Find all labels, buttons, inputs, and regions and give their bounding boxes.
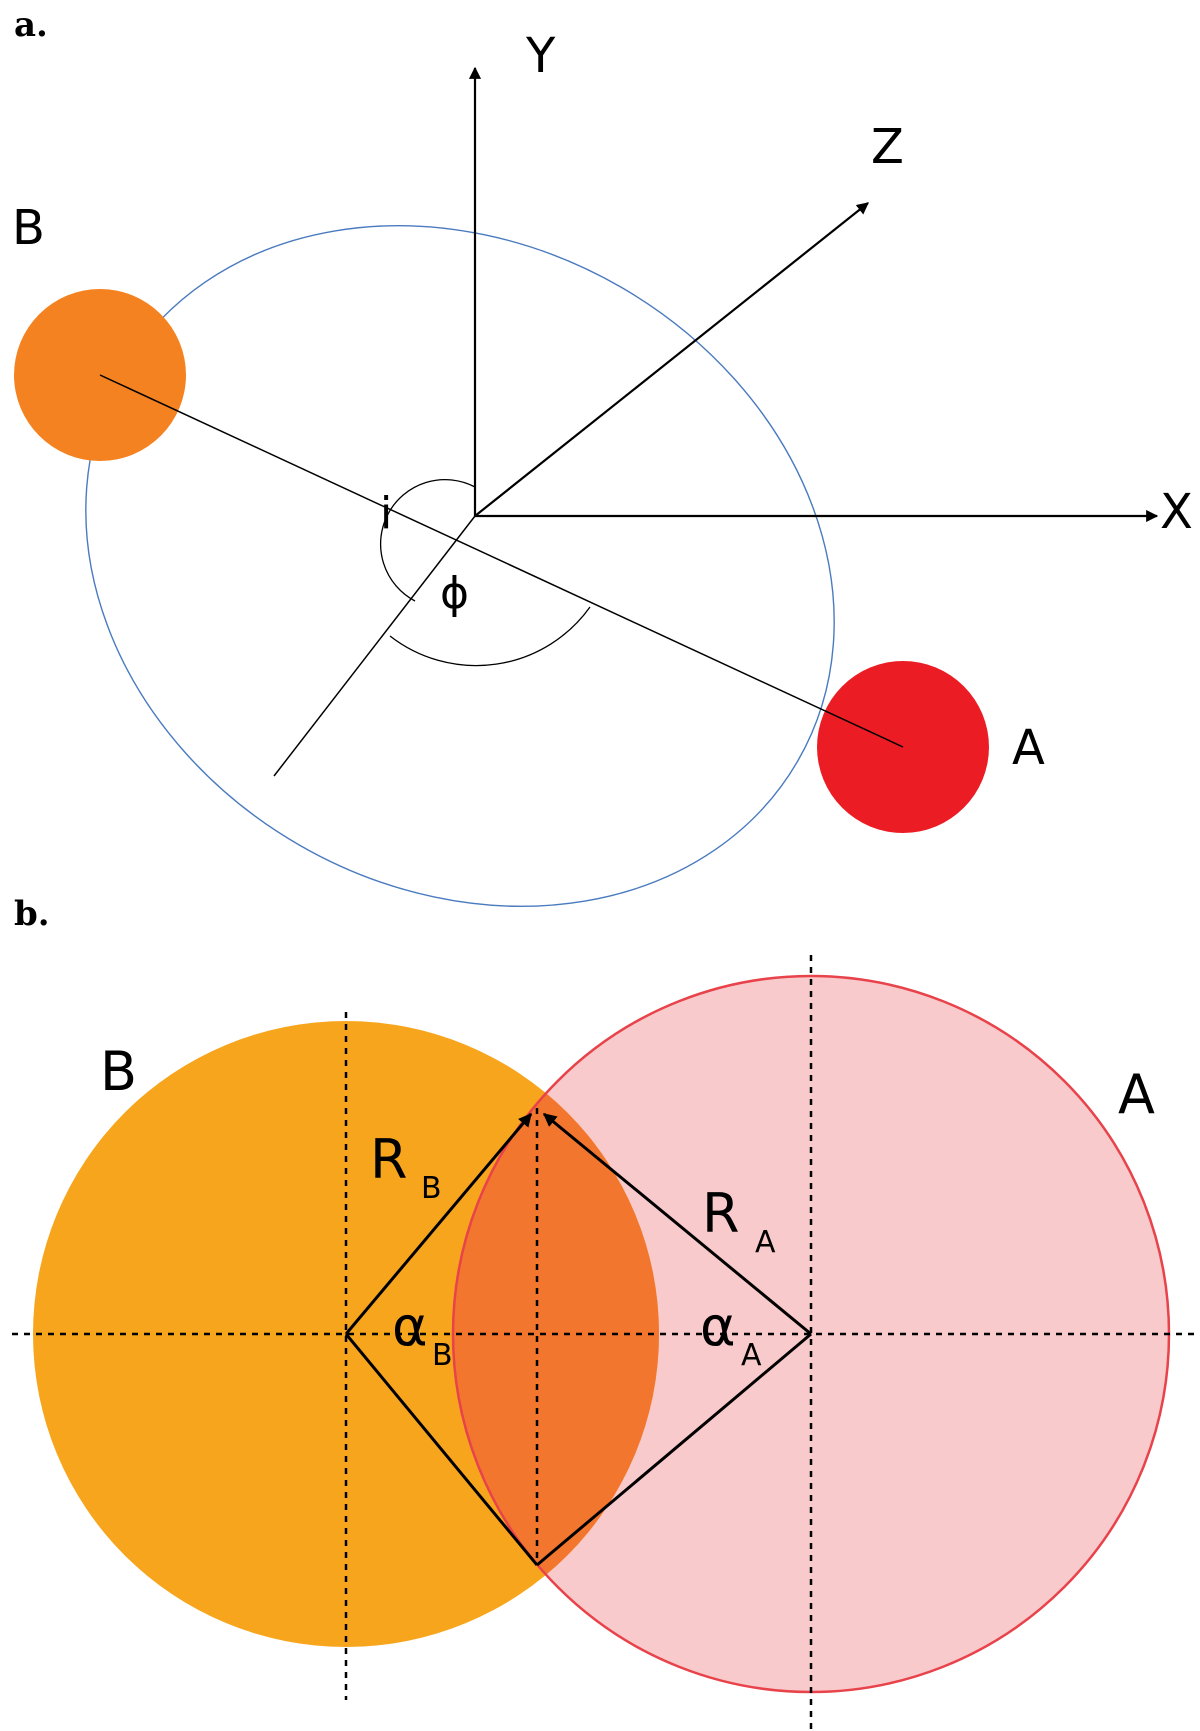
star-b-label-large: B: [100, 1040, 137, 1103]
radius-a-vector: [542, 1112, 812, 1336]
z-axis-label: Z: [871, 119, 904, 175]
x-axis-label: X: [1160, 484, 1193, 540]
panel-b-label: b.: [14, 894, 50, 934]
lower-side-a: [536, 1332, 812, 1567]
alpha-a-main: α: [700, 1295, 736, 1358]
phase-arc: [389, 606, 591, 667]
radius-b-main: R: [370, 1128, 408, 1191]
alpha-a-label: α A: [700, 1295, 762, 1373]
panel-a-label: a.: [14, 5, 48, 45]
orbit-ellipse: [85, 225, 835, 907]
lower-side-b: [344, 1333, 539, 1566]
inclination-label: i: [380, 488, 392, 539]
star-a-label-large: A: [1118, 1063, 1155, 1126]
radius-a-main-text: R: [702, 1182, 740, 1245]
radius-b-subscript: B: [421, 1171, 442, 1206]
line-of-nodes: [99, 374, 904, 748]
inclination-arc: [379, 478, 476, 602]
panel-a: a. Y X Z B A i ϕ: [12, 5, 1193, 907]
alpha-b-subscript: B: [432, 1338, 453, 1373]
star-b-label: B: [12, 200, 45, 256]
y-axis-label: Y: [525, 28, 556, 84]
radius-a-subscript: A: [755, 1225, 776, 1260]
z-axis: [474, 202, 869, 517]
radius-b-label: R B: [370, 1128, 442, 1206]
projected-normal-line: [273, 515, 476, 777]
radius-b-vector: [344, 1112, 533, 1335]
panel-b: b. B A R B R A α B: [12, 894, 1198, 1731]
alpha-b-label: α B: [392, 1295, 453, 1373]
star-a-label: A: [1012, 720, 1045, 776]
phase-label: ϕ: [440, 568, 469, 619]
radius-a-label: R A: [702, 1182, 776, 1260]
alpha-a-subscript: A: [741, 1338, 762, 1373]
alpha-b-main: α: [392, 1295, 428, 1358]
overlap-region: [453, 1021, 659, 1647]
